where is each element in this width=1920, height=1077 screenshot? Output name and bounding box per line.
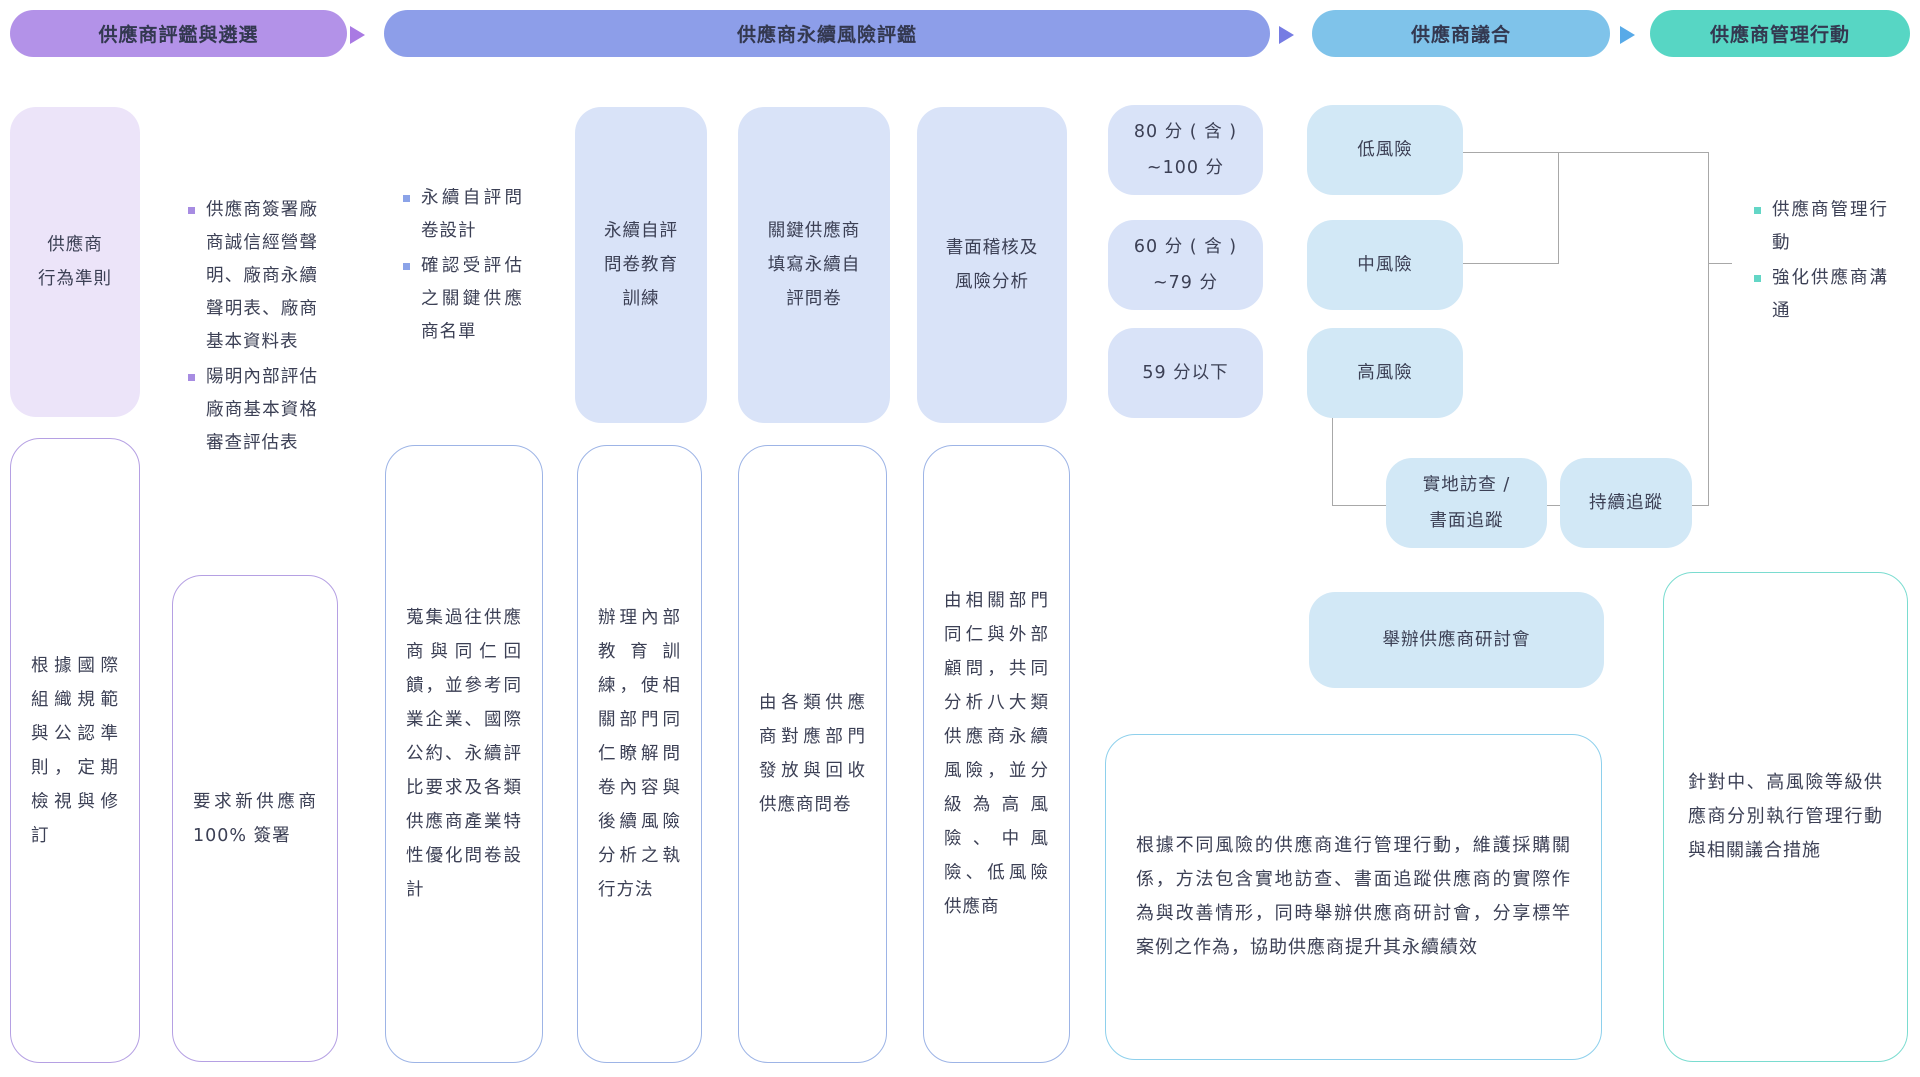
box-questionnaire-design: 永續自評問卷設計 確認受評估之關鍵供應商名單 bbox=[387, 107, 543, 423]
square-bullet-icon bbox=[1754, 275, 1761, 282]
connector-line bbox=[1463, 263, 1558, 264]
connector-line bbox=[1708, 263, 1732, 264]
bullet-text: 陽明內部評估廠商基本資格審查評估表 bbox=[206, 366, 318, 453]
box-signing-requirement: 要求新供應商100% 簽署 bbox=[172, 575, 338, 1062]
box-text: 由相關部門同仁與外部顧問，共同分析八大類供應商永續風險，並分級為高風險、中風險、… bbox=[944, 591, 1049, 917]
box-field-visit-follow-up: 實地訪查 / 書面追蹤 bbox=[1386, 458, 1547, 548]
box-text: 針對中、高風險等級供應商分別執行管理行動與相關議合措施 bbox=[1688, 772, 1883, 861]
list-item: 供應商管理行動 bbox=[1754, 194, 1888, 260]
square-bullet-icon bbox=[188, 373, 195, 381]
box-high-risk: 高風險 bbox=[1307, 328, 1463, 418]
arrow-right-icon bbox=[1620, 26, 1635, 44]
list-item: 強化供應商溝通 bbox=[1754, 262, 1888, 328]
stage-pill-evaluation-selection: 供應商評鑑與遴選 bbox=[10, 10, 347, 57]
box-key-supplier-questionnaire-desc: 由各類供應商對應部門發放與回收供應商問卷 bbox=[738, 445, 887, 1063]
square-bullet-icon bbox=[403, 194, 410, 202]
box-text: 由各類供應商對應部門發放與回收供應商問卷 bbox=[759, 693, 866, 815]
box-score-below-59: 59 分以下 bbox=[1108, 328, 1263, 418]
bullet-text: 供應商簽署廠商誠信經營聲明、廠商永續聲明表、廠商基本資料表 bbox=[206, 199, 318, 352]
square-bullet-icon bbox=[188, 206, 195, 214]
connector-line bbox=[1463, 152, 1708, 153]
box-code-of-conduct: 供應商 行為準則 bbox=[10, 107, 140, 417]
box-desk-audit-risk-analysis-desc: 由相關部門同仁與外部顧問，共同分析八大類供應商永續風險，並分級為高風險、中風險、… bbox=[923, 445, 1070, 1063]
connector-line bbox=[1547, 505, 1560, 506]
list-item: 陽明內部評估廠商基本資格審查評估表 bbox=[188, 361, 318, 460]
box-text: 根據不同風險的供應商進行管理行動，維護採購關係，方法包含實地訪查、書面追蹤供應商… bbox=[1136, 835, 1571, 958]
box-questionnaire-design-desc: 蒐集過往供應商與同仁回饋，並參考同業企業、國際公約、永續評比要求及各類供應商產業… bbox=[385, 445, 543, 1063]
list-item: 永續自評問卷設計 bbox=[403, 182, 523, 248]
box-key-supplier-questionnaire: 關鍵供應商 填寫永續自 評問卷 bbox=[738, 107, 890, 423]
connector-line bbox=[1692, 505, 1708, 506]
connector-line bbox=[1332, 505, 1386, 506]
box-engagement-desc: 根據不同風險的供應商進行管理行動，維護採購關係，方法包含實地訪查、書面追蹤供應商… bbox=[1105, 734, 1602, 1060]
box-supplier-signing: 供應商簽署廠商誠信經營聲明、廠商永續聲明表、廠商基本資料表 陽明內部評估廠商基本… bbox=[172, 105, 338, 548]
list-item: 供應商簽署廠商誠信經營聲明、廠商永續聲明表、廠商基本資料表 bbox=[188, 194, 318, 359]
box-low-risk: 低風險 bbox=[1307, 105, 1463, 195]
connector-line bbox=[1332, 417, 1333, 506]
stage-pill-management-action: 供應商管理行動 bbox=[1650, 10, 1910, 57]
box-text: 蒐集過往供應商與同仁回饋，並參考同業企業、國際公約、永續評比要求及各類供應商產業… bbox=[406, 608, 522, 900]
stage-pill-engagement: 供應商議合 bbox=[1312, 10, 1610, 57]
bullet-text: 供應商管理行動 bbox=[1772, 200, 1888, 253]
box-questionnaire-training-desc: 辦理內部教育訓練，使相關部門同仁瞭解問卷內容與後續風險分析之執行方法 bbox=[577, 445, 702, 1063]
box-continuous-tracking: 持續追蹤 bbox=[1560, 458, 1692, 548]
box-medium-risk: 中風險 bbox=[1307, 220, 1463, 310]
stage-pill-sustainability-risk: 供應商永續風險評鑑 bbox=[384, 10, 1270, 57]
connector-line bbox=[1708, 152, 1709, 506]
box-text: 根據國際組織規範與公認準則，定期檢視與修訂 bbox=[31, 655, 119, 846]
box-code-of-conduct-desc: 根據國際組織規範與公認準則，定期檢視與修訂 bbox=[10, 438, 140, 1063]
box-score-80-100: 80 分 ( 含 ) ~100 分 bbox=[1108, 105, 1263, 195]
bullet-text: 強化供應商溝通 bbox=[1772, 268, 1888, 321]
box-desk-audit-risk-analysis: 書面稽核及 風險分析 bbox=[917, 107, 1067, 423]
box-questionnaire-training: 永續自評 問卷教育 訓練 bbox=[575, 107, 707, 423]
bullet-text: 確認受評估之關鍵供應商名單 bbox=[421, 255, 523, 342]
box-management-action: 供應商管理行動 強化供應商溝通 bbox=[1732, 102, 1908, 420]
box-text: 要求新供應商100% 簽署 bbox=[193, 791, 317, 846]
square-bullet-icon bbox=[1754, 207, 1761, 214]
box-management-action-desc: 針對中、高風險等級供應商分別執行管理行動與相關議合措施 bbox=[1663, 572, 1908, 1062]
connector-line bbox=[1558, 152, 1559, 264]
box-score-60-79: 60 分 ( 含 ) ~79 分 bbox=[1108, 220, 1263, 310]
arrow-right-icon bbox=[1279, 26, 1294, 44]
bullet-text: 永續自評問卷設計 bbox=[421, 187, 523, 241]
arrow-right-icon bbox=[350, 26, 365, 44]
list-item: 確認受評估之關鍵供應商名單 bbox=[403, 250, 523, 349]
box-text: 辦理內部教育訓練，使相關部門同仁瞭解問卷內容與後續風險分析之執行方法 bbox=[598, 608, 681, 900]
box-supplier-seminar: 舉辦供應商研討會 bbox=[1309, 592, 1604, 688]
square-bullet-icon bbox=[403, 262, 410, 270]
